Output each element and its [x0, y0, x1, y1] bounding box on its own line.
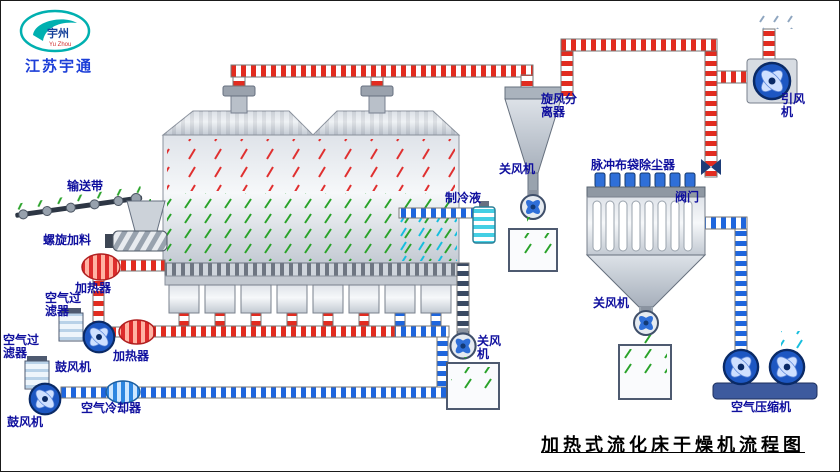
rotary-airlock-cyclone	[520, 189, 546, 220]
logo: 宇州 Yu Zhou	[19, 9, 91, 53]
label-dust-collector: 脉冲布袋除尘器	[591, 158, 676, 172]
logo-swoosh-icon	[33, 19, 77, 41]
air-cooler-unit	[105, 380, 141, 404]
label-air-cooler: 空气冷却器	[81, 401, 142, 415]
plenum-boxes	[168, 284, 452, 314]
air-filter-top	[58, 308, 84, 342]
diagram-title: 加热式流化床干燥机流程图	[541, 435, 805, 455]
pulse-valves	[594, 172, 696, 188]
rotary-airlock-collector	[633, 305, 659, 336]
feed-hopper	[126, 200, 166, 232]
induced-draft-fan	[746, 13, 798, 104]
air-compressor	[712, 331, 818, 400]
hot-material-dashes	[167, 139, 455, 191]
air-filter-bottom	[24, 356, 50, 390]
label-heater-bottom: 加热器	[113, 349, 150, 363]
label-compressor: 空气压缩机	[731, 400, 792, 414]
label-airlock-collector: 关风机	[593, 296, 630, 310]
dryer-chamber	[161, 85, 461, 286]
chimney-2	[368, 94, 386, 114]
logo-text: 宇州	[47, 26, 69, 40]
heater-bottom	[118, 319, 156, 345]
label-air-filter-top: 空气过滤器	[45, 291, 82, 318]
cold-air-pipes	[60, 207, 748, 399]
label-airlock-dryer: 关风机	[477, 334, 502, 361]
label-valve: 阀门	[675, 190, 700, 204]
logo-subtext: Yu Zhou	[49, 42, 71, 48]
blower-fan-top	[82, 320, 116, 354]
label-screw-feeder: 螺旋加料	[43, 233, 92, 247]
bag-dust-collector	[585, 172, 707, 313]
exhaust-dashes	[753, 13, 793, 29]
company-name: 江苏宇通	[25, 58, 94, 75]
conveyor-belt	[13, 186, 143, 220]
air-intake-dashes	[781, 331, 807, 351]
collection-bin-collector	[618, 335, 672, 400]
label-airlock-cyclone: 关风机	[499, 162, 536, 176]
cooling-zone-dashes	[399, 215, 457, 261]
pipe-valve	[701, 159, 721, 175]
label-refrigerant: 制冷液	[445, 191, 482, 205]
cyclone-separator	[504, 86, 562, 196]
collection-bin-cyclone	[508, 217, 558, 272]
label-induced-fan: 引风机	[781, 92, 806, 119]
label-cyclone: 旋风分离器	[541, 92, 578, 119]
rotary-airlock-dryer	[449, 327, 477, 360]
label-blower-top: 鼓风机	[55, 360, 92, 374]
collection-bin-dryer	[446, 357, 500, 410]
heater-top	[81, 253, 121, 281]
label-blower-bottom: 鼓风机	[7, 415, 44, 429]
discharge-pipe	[456, 262, 470, 336]
label-heater-top: 加热器	[75, 281, 112, 295]
chimney-1	[230, 94, 248, 114]
label-conveyor: 输送带	[67, 179, 104, 193]
filter-bags	[592, 200, 693, 252]
screw-feeder	[105, 230, 168, 252]
hot-air-pipes	[92, 28, 776, 338]
label-air-filter-bottom: 空气过滤器	[3, 333, 40, 360]
refrigerant-tank	[472, 201, 496, 244]
perforated-plate	[164, 262, 458, 277]
blower-fan-bottom	[28, 382, 62, 416]
